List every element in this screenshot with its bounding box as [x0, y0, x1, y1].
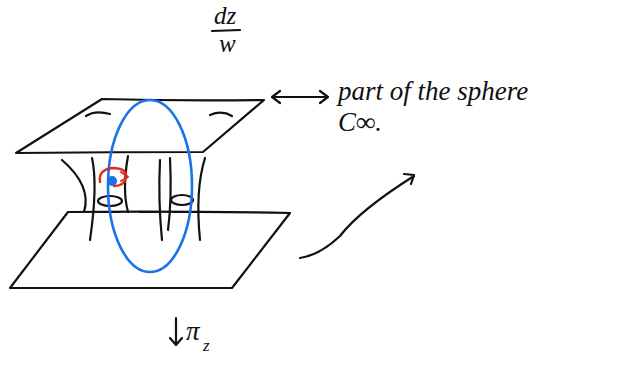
upper-sheet	[16, 99, 264, 153]
sheet-join	[98, 211, 196, 213]
tube-wall	[125, 156, 128, 212]
fraction-denominator: w	[219, 30, 236, 59]
leader-curve	[300, 176, 414, 258]
lower-sheet	[10, 212, 290, 288]
double-arrow	[272, 91, 328, 103]
projection-subscript: z	[203, 336, 210, 356]
projection-arrow	[170, 318, 182, 345]
tube-wall	[168, 158, 171, 230]
fraction-numerator: dz	[214, 2, 236, 31]
red-loop	[100, 168, 126, 186]
sphere-note: part of the sphere C∞.	[338, 76, 538, 138]
tube-wall	[62, 160, 86, 212]
red-arrowhead	[121, 172, 128, 181]
tube-wall	[198, 158, 205, 240]
sheet-mark	[86, 112, 232, 116]
tube-wall	[90, 158, 95, 240]
neck-circle	[171, 195, 193, 205]
leader-arrowhead	[404, 174, 414, 184]
base-point	[108, 177, 116, 185]
tube-wall	[159, 160, 162, 240]
projection-symbol: π	[186, 316, 200, 347]
